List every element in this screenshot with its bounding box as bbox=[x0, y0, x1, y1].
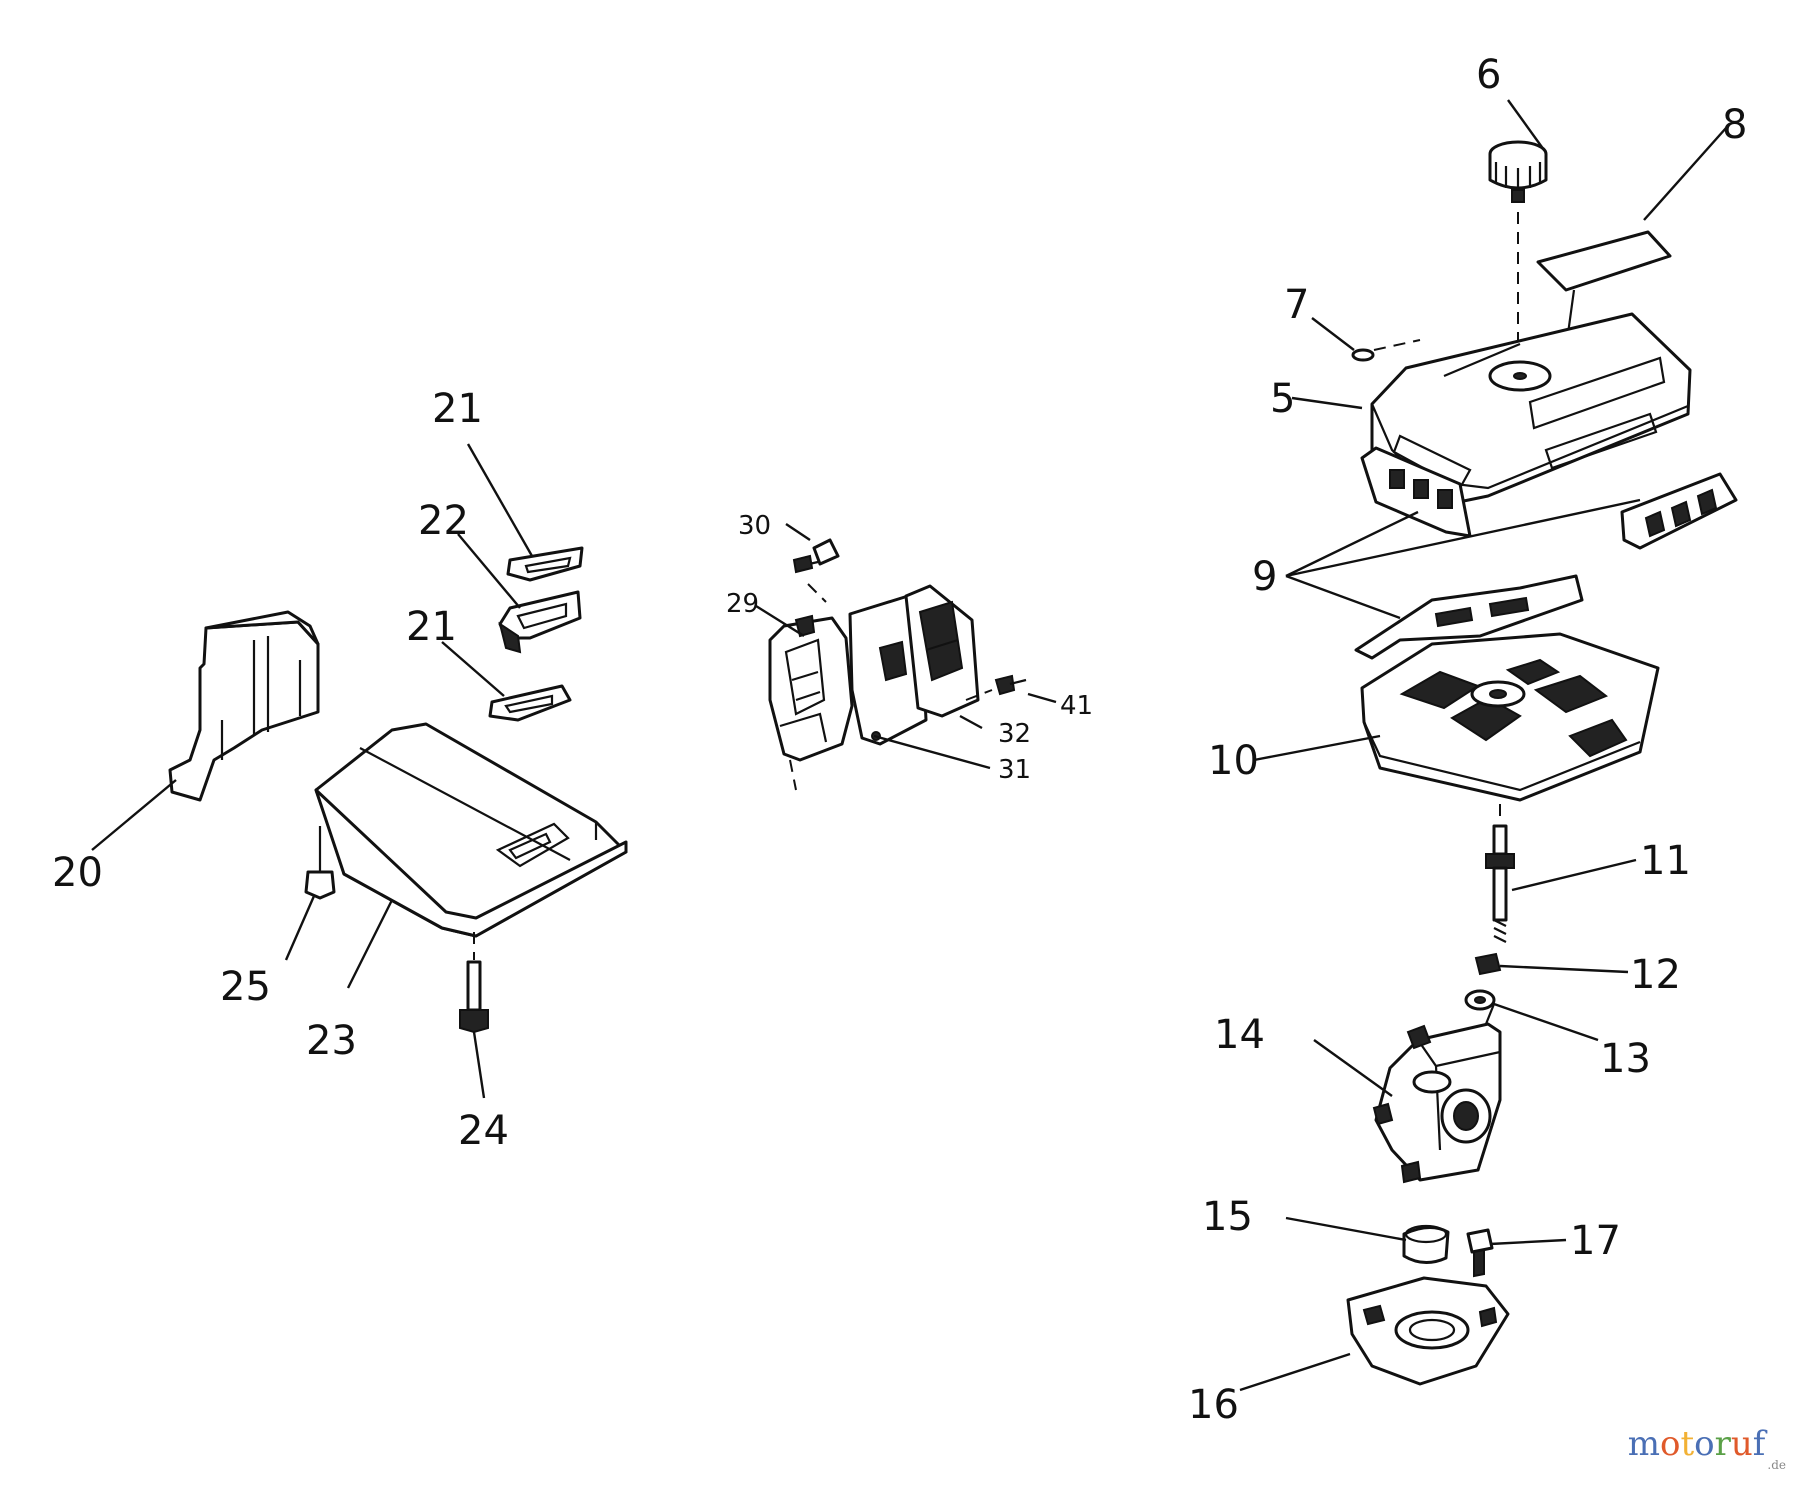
leader-lines bbox=[91, 99, 1727, 1392]
callout-24: 24 bbox=[458, 1108, 509, 1154]
callout-7: 7 bbox=[1284, 282, 1309, 328]
watermark-suffix: .de bbox=[1767, 1458, 1786, 1472]
carburetor-part bbox=[1372, 1003, 1502, 1184]
knob-part bbox=[1488, 140, 1548, 358]
callout-31: 31 bbox=[998, 755, 1031, 785]
callout-21-upper: 21 bbox=[432, 386, 483, 432]
bolt-41-part bbox=[965, 674, 1027, 701]
callout-30: 30 bbox=[738, 511, 771, 541]
air-filter-element-part bbox=[1360, 632, 1660, 802]
callout-6: 6 bbox=[1476, 52, 1501, 98]
base-plate-part bbox=[1346, 1276, 1510, 1386]
callout-9: 9 bbox=[1252, 554, 1277, 600]
callout-15: 15 bbox=[1202, 1194, 1253, 1240]
callout-29: 29 bbox=[726, 589, 759, 619]
watermark-letter: o bbox=[1659, 1424, 1681, 1464]
callout-16: 16 bbox=[1188, 1382, 1239, 1428]
exhaust-flange-part bbox=[498, 590, 582, 654]
callout-25: 25 bbox=[220, 964, 271, 1010]
long-bolt-part bbox=[459, 932, 489, 1034]
watermark-logo: motoruf.de bbox=[1628, 1424, 1786, 1472]
callout-13: 13 bbox=[1600, 1036, 1651, 1082]
heat-shield-part bbox=[168, 610, 320, 802]
short-bolt-part bbox=[304, 826, 336, 900]
callout-14: 14 bbox=[1214, 1012, 1265, 1058]
watermark-letter: t bbox=[1680, 1424, 1695, 1464]
callout-11: 11 bbox=[1640, 838, 1691, 884]
gasket-lower-part bbox=[488, 684, 572, 722]
bolt-30-part bbox=[792, 538, 840, 603]
callout-labels: 6 8 7 5 9 10 11 12 13 14 15 17 16 21 22 … bbox=[52, 52, 1747, 1428]
callout-8: 8 bbox=[1722, 102, 1747, 148]
gasket-upper-part bbox=[506, 546, 584, 582]
foam-strips-part bbox=[1354, 446, 1738, 660]
watermark-letter: m bbox=[1627, 1424, 1660, 1464]
washer-part bbox=[1464, 989, 1496, 1011]
screw-part bbox=[1466, 1228, 1494, 1278]
callout-5: 5 bbox=[1270, 376, 1295, 422]
small-washer-part bbox=[1351, 339, 1421, 362]
nut-part bbox=[1474, 952, 1502, 976]
callout-23: 23 bbox=[306, 1018, 357, 1064]
stud-bolt-part bbox=[1485, 804, 1515, 943]
cup-part bbox=[1402, 1224, 1450, 1264]
callout-12: 12 bbox=[1630, 952, 1681, 998]
watermark-letter: f bbox=[1752, 1424, 1766, 1464]
callout-17: 17 bbox=[1570, 1218, 1621, 1264]
watermark-letter: r bbox=[1714, 1424, 1731, 1464]
bracket-29-part bbox=[768, 614, 854, 791]
callout-41: 41 bbox=[1060, 691, 1093, 721]
watermark-letter: o bbox=[1694, 1424, 1715, 1464]
watermark-letter: u bbox=[1730, 1424, 1753, 1464]
callout-20: 20 bbox=[52, 850, 103, 896]
muffler-part bbox=[314, 722, 628, 938]
callout-32: 32 bbox=[998, 719, 1031, 749]
callout-22: 22 bbox=[418, 498, 469, 544]
plate-31-part bbox=[848, 594, 928, 746]
callout-10: 10 bbox=[1208, 738, 1259, 784]
gasket-32-part bbox=[904, 584, 980, 718]
callout-21-lower: 21 bbox=[406, 604, 457, 650]
